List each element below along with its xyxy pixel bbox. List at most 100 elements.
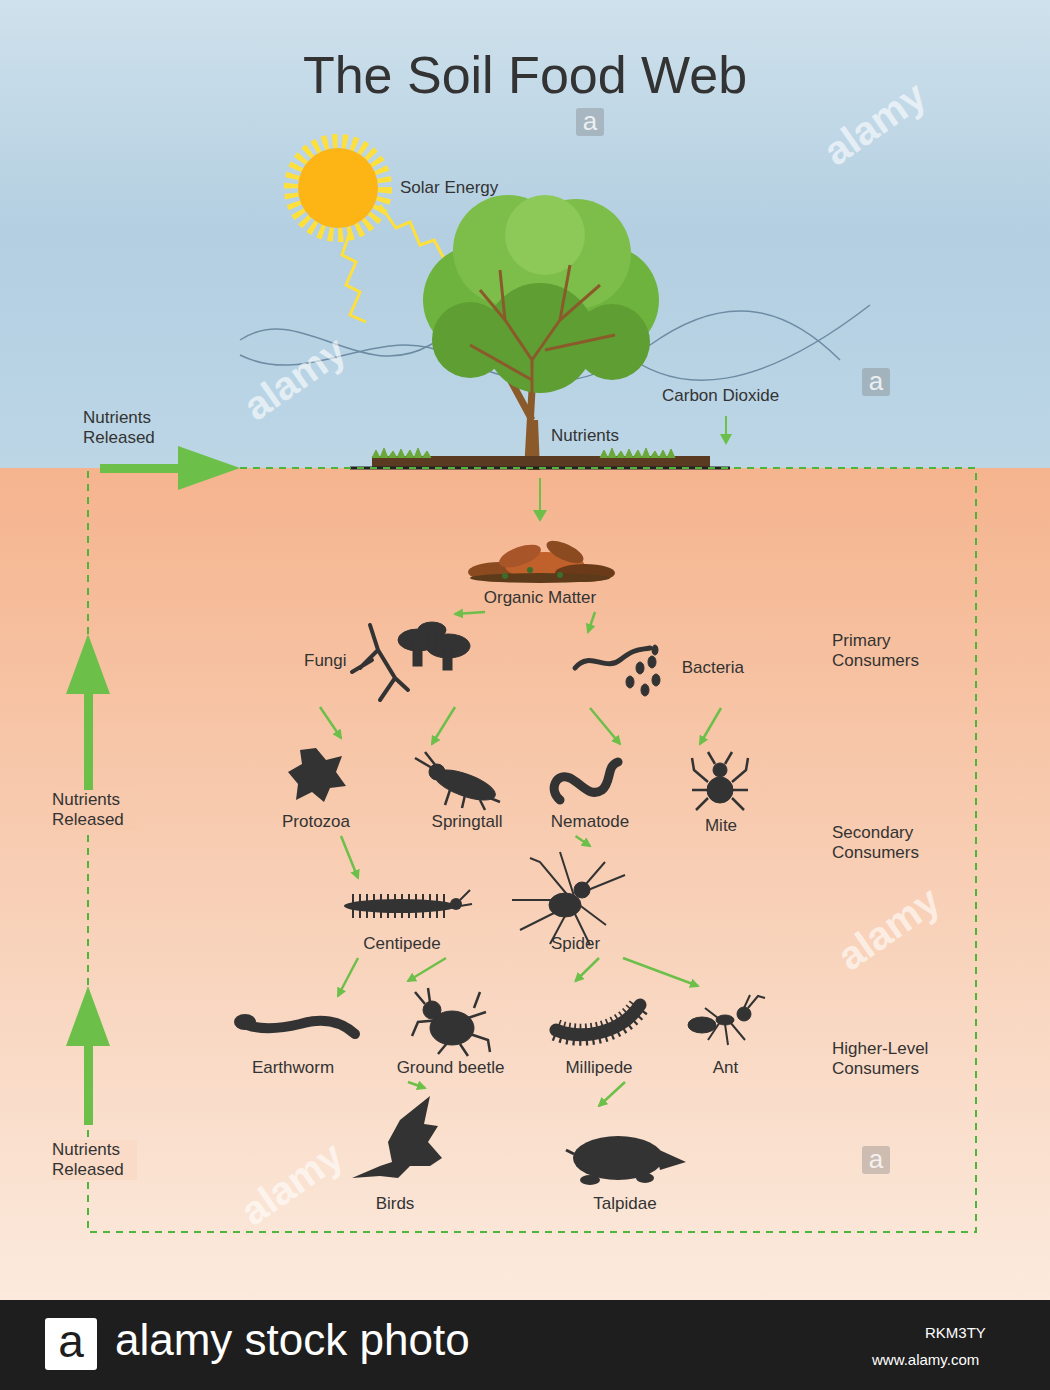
millipede-icon xyxy=(556,1005,640,1035)
food-arrow xyxy=(588,612,595,632)
ground-beetle-icon xyxy=(412,988,490,1056)
background xyxy=(0,1300,1050,1390)
organism-node: Centipede xyxy=(338,882,466,954)
food-arrow xyxy=(590,708,620,744)
gas-label: Carbon Dioxide xyxy=(662,386,779,406)
food-arrow xyxy=(320,707,341,738)
ground-beetle-icon xyxy=(412,988,490,1056)
organism-label: Protozoa xyxy=(271,812,361,832)
centipede-icon xyxy=(344,899,456,913)
flow-arrows xyxy=(84,1035,93,1125)
organism-node: Nematode xyxy=(540,748,640,832)
food-arrow xyxy=(623,958,698,986)
tree xyxy=(470,265,615,410)
food-arrow xyxy=(338,958,358,996)
ant-icon xyxy=(705,995,765,1045)
ant-icon xyxy=(688,995,765,1045)
organism-node: Bacteria xyxy=(568,636,748,704)
organism-node: Birds xyxy=(345,1092,445,1214)
flow-arrows xyxy=(533,510,547,522)
mite-icon xyxy=(707,777,733,803)
spider-icon xyxy=(574,882,590,898)
bird-icon xyxy=(352,1096,442,1178)
organism-node: Millipede xyxy=(545,985,653,1078)
organism-node: Talpidae xyxy=(565,1110,685,1214)
flow-arrows xyxy=(100,464,190,473)
organism-node: Protozoa xyxy=(271,742,361,832)
mole-icon xyxy=(636,1173,654,1183)
cycle-label: Nutrients Released xyxy=(52,1140,137,1180)
food-arrow xyxy=(341,836,358,878)
centipede-icon xyxy=(460,890,472,906)
food-arrow xyxy=(576,958,600,981)
organism-label: Spider xyxy=(508,934,643,954)
organism-node: Earthworm xyxy=(228,1000,358,1078)
food-arrow xyxy=(599,1082,625,1106)
organism-node: Spider xyxy=(508,850,643,954)
organism-label: Ground beetle xyxy=(388,1058,513,1078)
bacteria-icon xyxy=(652,645,658,655)
mite-icon xyxy=(692,752,748,810)
energy-label: Solar Energy xyxy=(400,178,498,198)
organism-label: Organic Matter xyxy=(465,588,615,608)
flow-arrows xyxy=(66,416,732,1125)
organism-label: Mite xyxy=(680,816,762,836)
food-arrow xyxy=(432,707,455,744)
organism-node: Organic Matter xyxy=(465,532,615,608)
organism-label: Fungi xyxy=(304,651,347,671)
cycle-boundary xyxy=(88,468,976,1232)
flow-arrows xyxy=(66,634,110,694)
bird-icon xyxy=(352,1096,442,1178)
organic-matter-icon xyxy=(470,573,610,583)
logo-mark: a xyxy=(45,1318,97,1370)
mite-icon xyxy=(713,763,727,777)
organism-node: Ground beetle xyxy=(388,985,513,1078)
cycle-boundary xyxy=(88,468,976,1232)
organism-label: Ant xyxy=(678,1058,773,1078)
tree xyxy=(423,195,659,470)
spider-icon xyxy=(512,852,625,945)
earthworm-icon xyxy=(240,1021,355,1034)
organic-matter-icon xyxy=(527,567,533,573)
mole-icon xyxy=(655,1148,686,1170)
organism-label: Centipede xyxy=(338,934,466,954)
organic-matter-icon xyxy=(502,573,508,579)
diagram-title: The Soil Food Web xyxy=(0,44,1050,106)
organism-label: Nematode xyxy=(540,812,640,832)
site-url: www.alamy.com xyxy=(872,1351,979,1369)
fungi-icon xyxy=(428,630,435,650)
background xyxy=(0,0,1050,468)
sun xyxy=(291,141,446,322)
flow-arrows xyxy=(178,446,240,490)
springtall-icon xyxy=(415,752,500,810)
level-label: Higher-Level Consumers xyxy=(832,1039,957,1079)
bacteria-icon xyxy=(652,674,660,686)
organism-label: Birds xyxy=(345,1194,445,1214)
food-arrow xyxy=(408,958,446,981)
mole-icon xyxy=(566,1150,574,1154)
flow-arrows xyxy=(66,986,110,1046)
organic-matter-icon xyxy=(468,536,615,583)
earthworm-icon xyxy=(234,1014,355,1034)
organism-node: Springtall xyxy=(412,748,522,832)
ant-icon xyxy=(688,1017,716,1033)
mole-icon xyxy=(573,1136,663,1180)
fungi-icon xyxy=(413,640,422,666)
food-arrow xyxy=(455,612,485,614)
flow-arrows xyxy=(84,680,93,790)
sun xyxy=(291,141,385,235)
ground xyxy=(372,448,675,458)
bacteria-icon xyxy=(575,645,660,696)
organism-label: Springtall xyxy=(412,812,522,832)
earthworm-icon xyxy=(234,1014,256,1030)
tree xyxy=(505,195,585,275)
organism-node: Fungi xyxy=(300,618,475,703)
level-label: Secondary Consumers xyxy=(832,823,942,863)
organism-label: Millipede xyxy=(545,1058,653,1078)
level-label: Primary Consumers xyxy=(832,631,942,671)
organism-label: Bacteria xyxy=(682,658,744,678)
brand-text: alamy stock photo xyxy=(115,1314,470,1366)
